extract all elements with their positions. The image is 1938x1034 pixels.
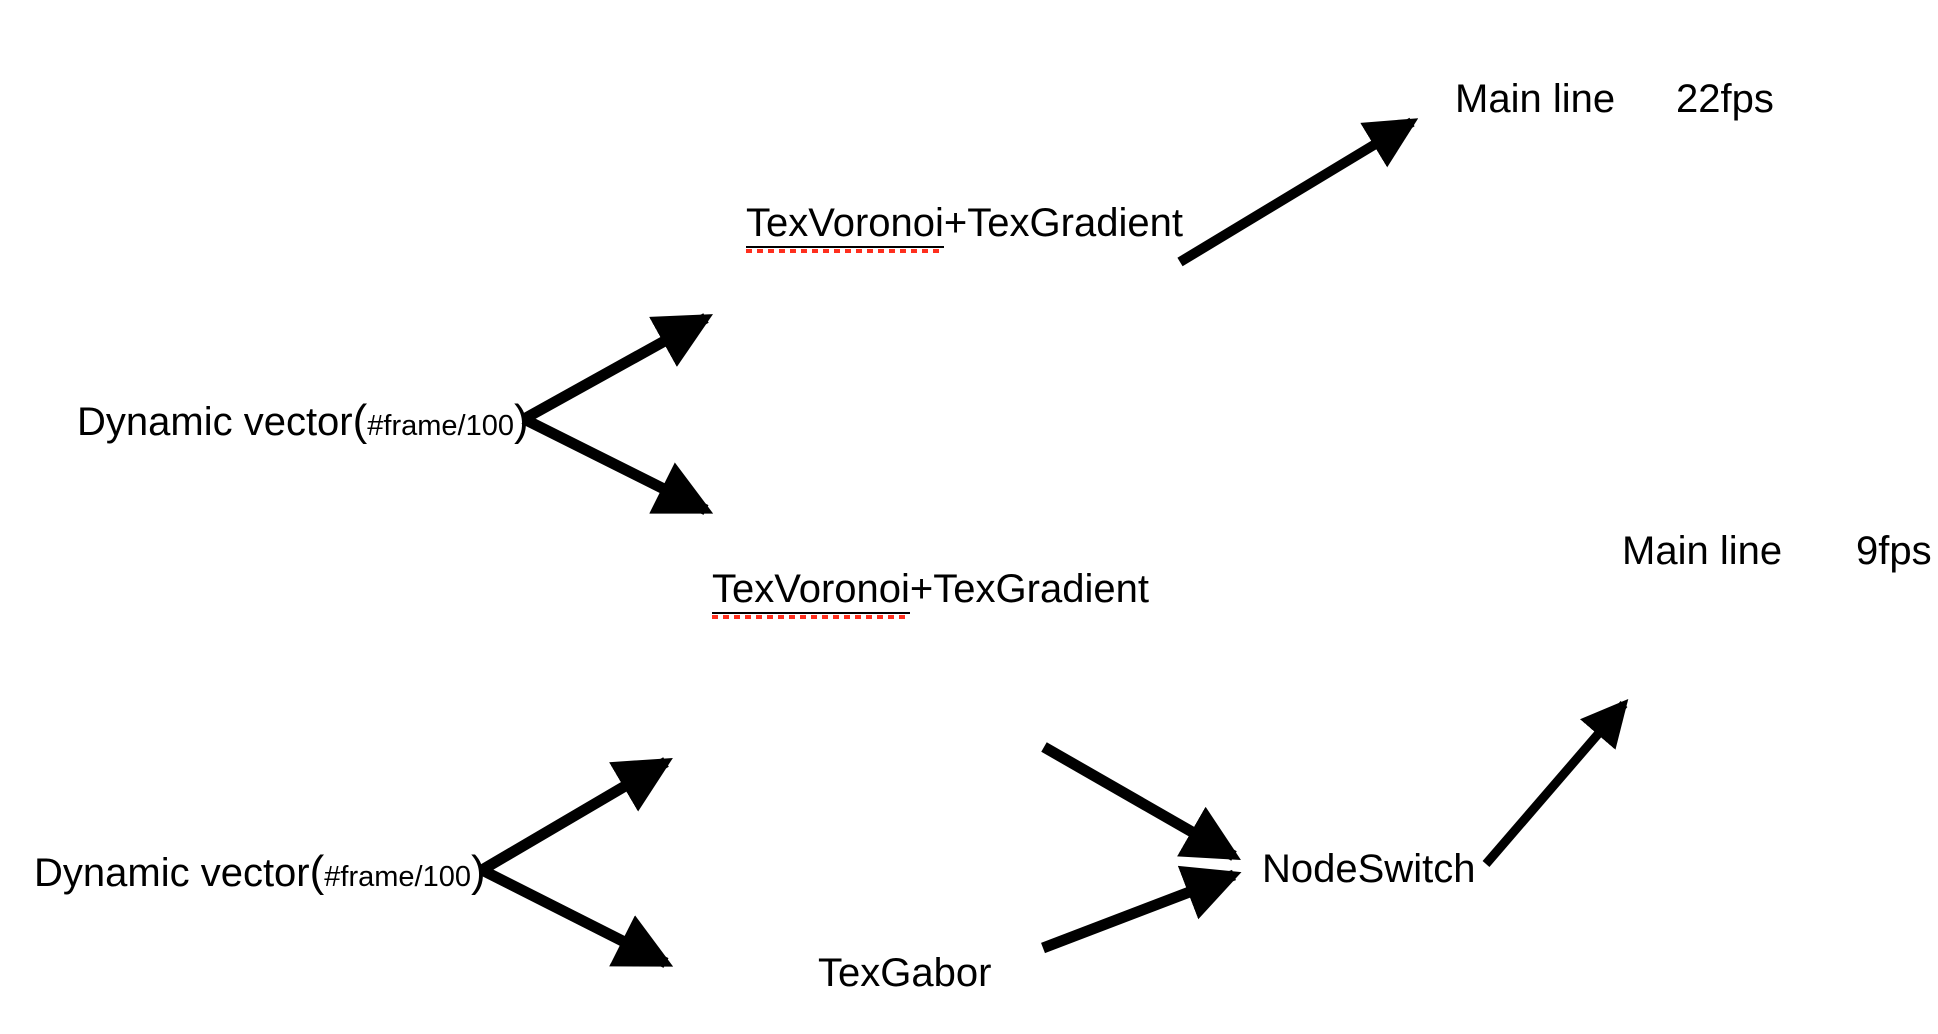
bottom-frame-param-text: #frame/100: [324, 861, 471, 893]
top-param-open-paren: (: [352, 396, 368, 445]
arrow-nodeswitch-to-main-line: [1482, 699, 1629, 867]
bottom-dynamic-vector-text: Dynamic vector: [34, 851, 310, 895]
top-dynamic-vector-text: Dynamic vector: [77, 400, 353, 444]
bottom-texvoronoi-misspelled-word: TexVoronoi: [712, 567, 910, 614]
bottom-texvoronoi-texgradient-label: TexVoronoi+TexGradient: [712, 567, 1149, 614]
bottom-dynamic-vector-label: Dynamic vector(#frame/100): [34, 850, 486, 894]
top-fps-label: 22fps: [1676, 77, 1774, 121]
bottom-nodeswitch-label: NodeSwitch: [1262, 847, 1476, 891]
arrow-top-fork-lower: [521, 414, 714, 515]
bottom-output-main-line-label: Main line: [1622, 529, 1783, 573]
bottom-texgradient-suffix: +TexGradient: [909, 567, 1149, 611]
arrow-bottom-fork-lower: [479, 865, 674, 968]
top-texvoronoi-misspelled-word: TexVoronoi: [746, 201, 944, 248]
bottom-fps-label: 9fps: [1856, 529, 1932, 573]
top-param-close-paren: ): [513, 396, 529, 445]
top-texgradient-suffix: +TexGradient: [943, 201, 1183, 245]
arrow-bottom-fork-upper: [479, 757, 673, 875]
arrow-texvoronoi-to-nodeswitch: [1041, 742, 1241, 861]
bottom-param-open-paren: (: [309, 847, 325, 896]
top-output-main-line-label: Main line: [1455, 77, 1616, 121]
top-dynamic-vector-label: Dynamic vector(#frame/100): [77, 399, 529, 443]
top-frame-param-text: #frame/100: [367, 410, 514, 442]
arrow-top-to-main-line: [1177, 117, 1419, 267]
bottom-param-close-paren: ): [470, 847, 486, 896]
arrow-top-fork-upper: [521, 313, 714, 424]
bottom-texgabor-label: TexGabor: [818, 951, 992, 995]
top-texvoronoi-texgradient-label: TexVoronoi+TexGradient: [746, 201, 1183, 248]
arrow-texgabor-to-nodeswitch: [1041, 865, 1242, 954]
